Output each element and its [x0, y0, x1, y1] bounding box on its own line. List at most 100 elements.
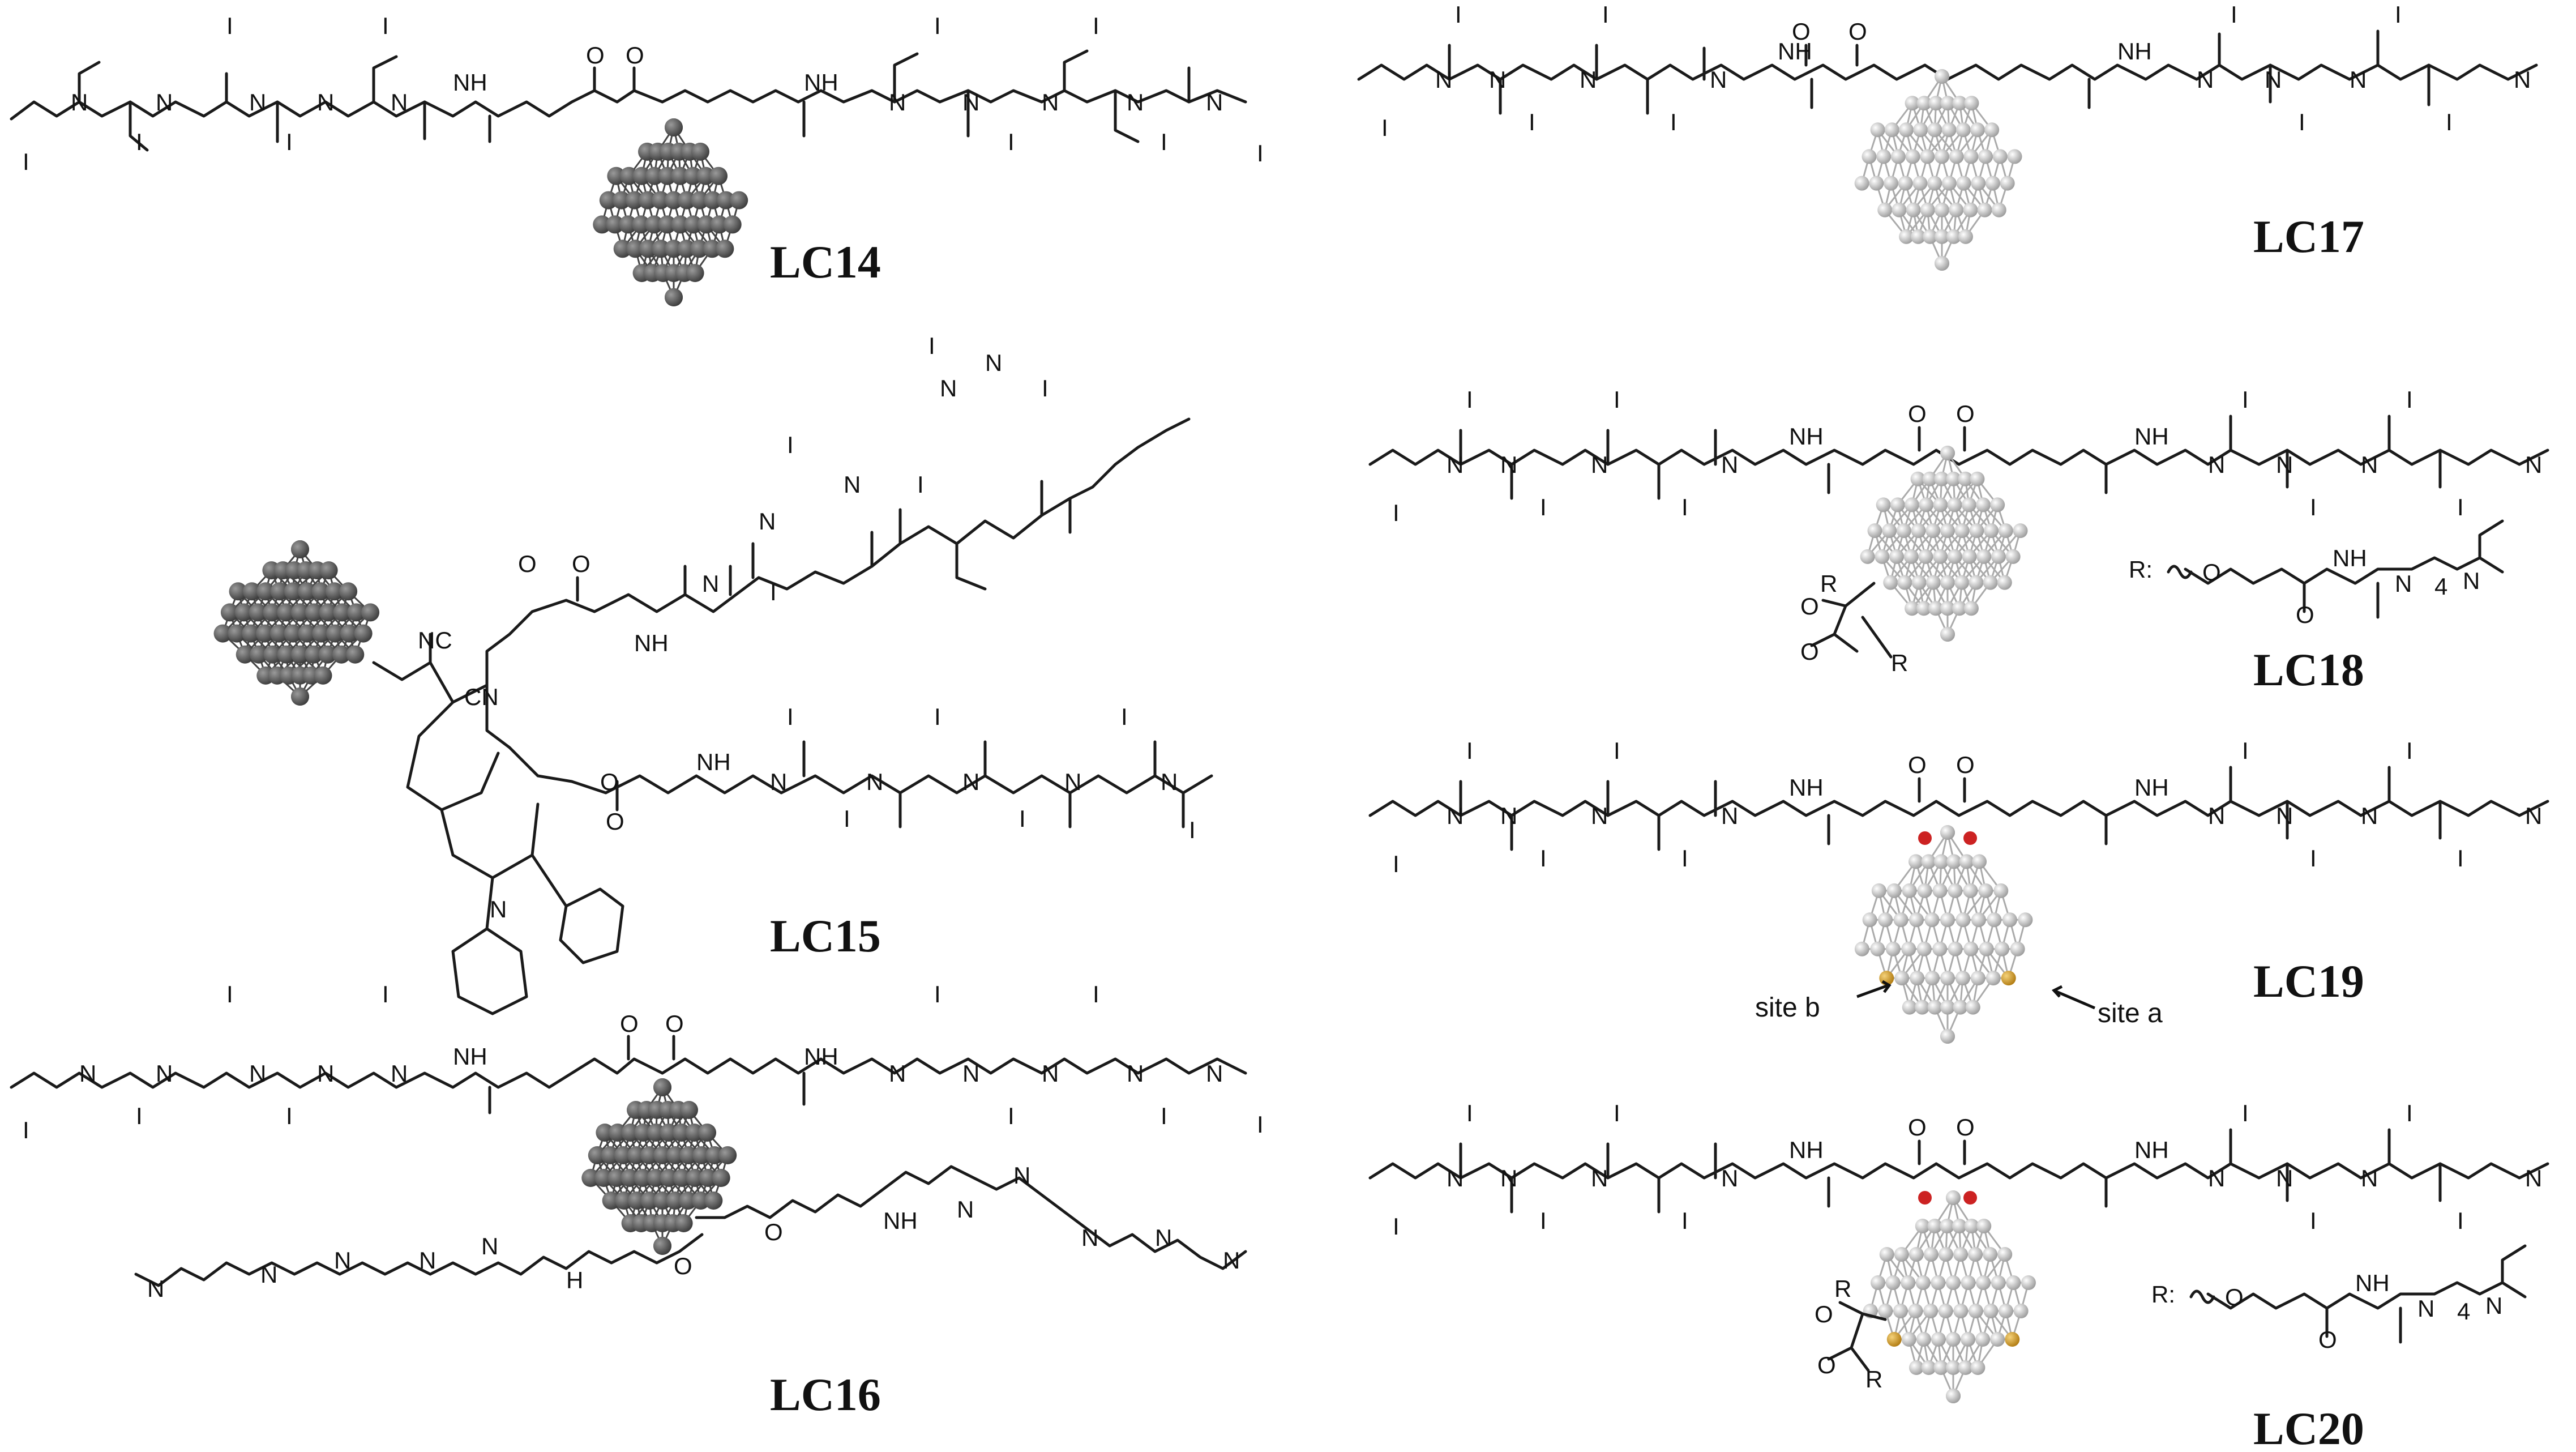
- fullerene-atom: [660, 1124, 678, 1142]
- fullerene-atom: [1884, 122, 1899, 138]
- fullerene-atom: [1970, 971, 1986, 986]
- fullerene-atom: [1933, 497, 1948, 513]
- lc20-r2: R: [1865, 1366, 1882, 1393]
- lc18-o4: O: [1800, 638, 1819, 665]
- fullerene-atom: [1920, 202, 1935, 217]
- lc14-nh: NH: [453, 69, 487, 96]
- fullerene-atom: [291, 603, 309, 622]
- fullerene-atom: [333, 603, 352, 622]
- fullerene-atom: [666, 1192, 684, 1210]
- fullerene-atom: [1935, 69, 1949, 84]
- fullerene-atom: [634, 1169, 652, 1187]
- fullerene-atom: [1961, 1275, 1976, 1290]
- fullerene-atom: [255, 624, 274, 643]
- fullerene-atom: [1935, 229, 1949, 244]
- fullerene-atom: [660, 1169, 678, 1187]
- fullerene-atom: [2013, 523, 2028, 539]
- compound-lc14: N N N N N NH O O NH N N N N N I I I I I …: [10, 12, 1264, 306]
- fullerene-atom: [607, 1169, 626, 1187]
- fullerene-atom: [723, 215, 742, 234]
- fullerene-atom: [1915, 1000, 1930, 1015]
- lc18-r-repeat: 4: [2434, 573, 2447, 600]
- fullerene-atom: [256, 582, 275, 601]
- fullerene-atom: [1910, 971, 1925, 986]
- lc18-r2: R: [1891, 650, 1908, 676]
- lc18-r-def: R:: [2129, 556, 2153, 583]
- lc14-i2: I: [136, 129, 143, 155]
- lc19-i3: I: [1540, 845, 1547, 872]
- lc15-i5: I: [770, 579, 777, 605]
- fullerene-atom: [1983, 1304, 1999, 1318]
- fullerene-atom: [1978, 883, 1993, 898]
- fullerene-atom: [613, 240, 632, 258]
- lc20-nh: NH: [1789, 1137, 1824, 1163]
- fullerene-atom: [213, 624, 232, 643]
- fullerene-atom: [1892, 202, 1907, 217]
- fullerene-atom: [1963, 202, 1978, 217]
- fullerene-atom: [1893, 912, 1909, 928]
- fullerene-atom: [1927, 1000, 1942, 1015]
- lc20-o1: O: [1908, 1114, 1927, 1141]
- fullerene-atom: [697, 215, 716, 234]
- fullerene-atom: [1946, 1389, 1961, 1403]
- fullerene-atom: [1958, 229, 1973, 244]
- lc17-i9: I: [2446, 109, 2453, 135]
- fullerene-atom: [1902, 883, 1917, 898]
- lc17-n6: N: [2265, 66, 2282, 93]
- fullerene-atom: [1905, 149, 1920, 164]
- fullerene-atom: [312, 624, 331, 643]
- lc18-i2: I: [1393, 499, 1400, 526]
- lc14-i10: I: [1257, 140, 1264, 166]
- fullerene-atom: [1905, 96, 1920, 111]
- lc19-o2: O: [1956, 751, 1975, 778]
- lc18-i5: I: [1681, 494, 1688, 520]
- fullerene-atom: [1886, 883, 1902, 898]
- fullerene-atom: [1947, 549, 1962, 564]
- fullerene-atom: [1916, 96, 1932, 111]
- fullerene-atom: [1916, 941, 1932, 956]
- fullerene-atom: [1878, 912, 1893, 928]
- fullerene-atom: [1906, 202, 1921, 217]
- fullerene-atom: [242, 582, 261, 601]
- lc15-i8: I: [934, 703, 941, 730]
- fullerene-atom: [717, 191, 735, 210]
- lc17-o1: O: [1792, 18, 1811, 45]
- fullerene-atom: [1875, 549, 1890, 564]
- lc18-n6: N: [2276, 451, 2293, 478]
- fullerene-atom: [639, 240, 657, 258]
- fullerene-atom: [1885, 1275, 1901, 1290]
- lc20-n1: N: [1447, 1165, 1464, 1192]
- lc16-n13: N: [1081, 1224, 1098, 1251]
- lc16-o1: O: [620, 1010, 639, 1037]
- lc16-n17: N: [260, 1261, 277, 1288]
- lc20-i8: I: [2406, 1100, 2413, 1126]
- lc14-fullerene: [593, 118, 748, 306]
- fullerene-atom: [1997, 1247, 2013, 1262]
- fullerene-atom: [638, 191, 657, 210]
- fullerene-atom: [1962, 549, 1977, 564]
- fullerene-atom: [653, 1078, 671, 1096]
- fullerene-atom: [703, 240, 721, 258]
- fullerene-atom: [1991, 549, 2006, 564]
- fullerene-atom: [612, 191, 631, 210]
- fullerene-atom: [608, 1124, 627, 1142]
- fullerene-atom: [1933, 1360, 1949, 1375]
- lc18-r1: R: [1820, 570, 1837, 597]
- fullerene-atom: [1893, 1304, 1908, 1318]
- lc19-nh2: NH: [2134, 774, 2169, 801]
- fullerene-atom: [305, 603, 323, 622]
- lc16-n8: N: [1042, 1060, 1059, 1087]
- fullerene-atom: [1991, 1275, 2006, 1290]
- lc14-o2: O: [626, 42, 644, 69]
- lc14-n4: N: [317, 89, 334, 116]
- lc15-i11: I: [1189, 817, 1196, 843]
- lc20-i5: I: [1681, 1207, 1688, 1234]
- lc17-i3: I: [1529, 109, 1535, 135]
- fullerene-atom: [673, 1169, 691, 1187]
- lc16-fullerene: [581, 1078, 737, 1255]
- fullerene-atom: [1949, 149, 1964, 164]
- fullerene-atom: [607, 166, 626, 185]
- lc14-o1: O: [586, 42, 605, 69]
- fullerene-atom: [1889, 549, 1905, 564]
- lc20-r-o: O: [2225, 1284, 2244, 1310]
